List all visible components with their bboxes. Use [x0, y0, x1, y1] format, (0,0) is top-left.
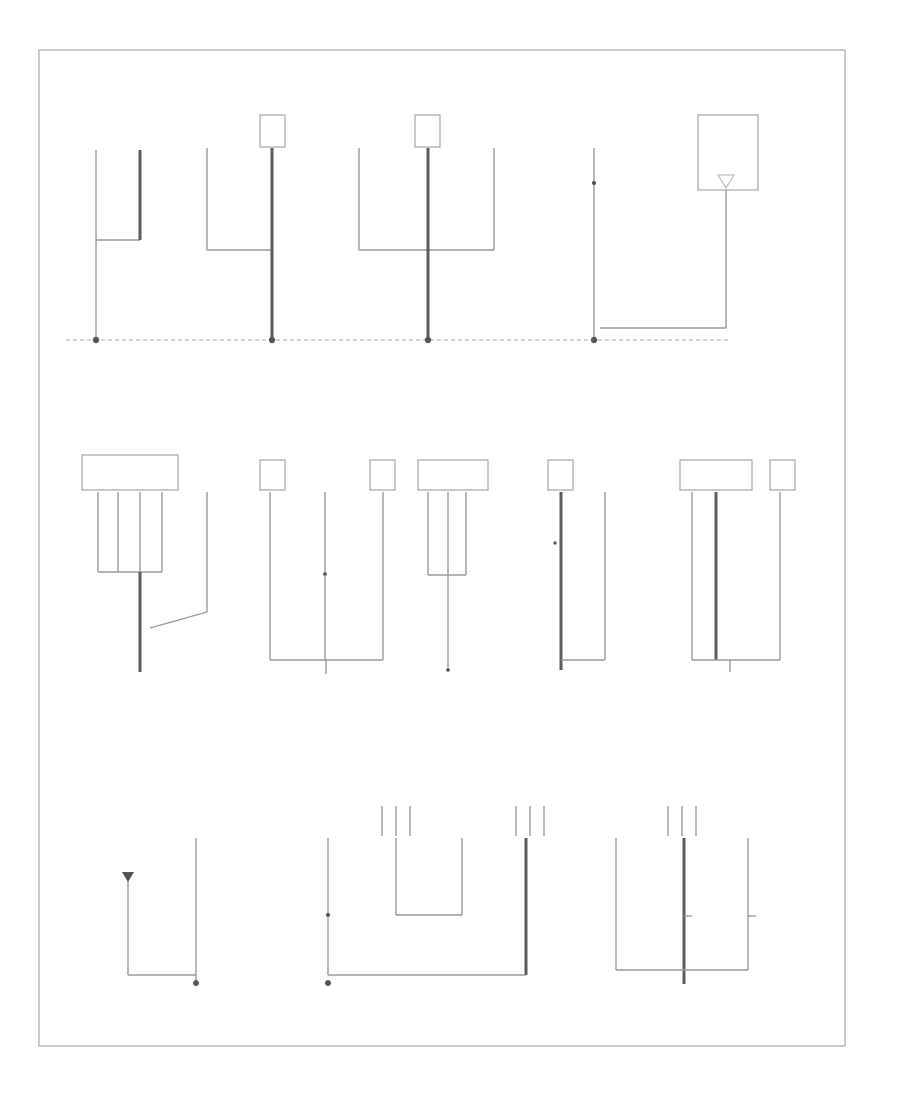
ground-symbol-1 — [122, 872, 134, 882]
top-ground-group — [66, 114, 759, 344]
connector-box-7 — [547, 459, 574, 491]
splice-point-3 — [553, 541, 557, 545]
connector-box-4 — [259, 459, 286, 491]
splice-point-1 — [592, 181, 596, 185]
ground-point-6 — [193, 980, 199, 986]
connector-box-5 — [369, 459, 396, 491]
middle-block-3 — [417, 459, 489, 672]
component-4 — [590, 114, 759, 344]
middle-block-5 — [679, 459, 796, 672]
ground-point-1 — [92, 336, 100, 344]
ground-point-4 — [590, 336, 598, 344]
module-pin-symbol — [717, 174, 735, 189]
bottom-block-2 — [325, 806, 545, 986]
module-box-1 — [697, 114, 759, 191]
component-2 — [206, 114, 286, 344]
component-1 — [92, 150, 142, 344]
middle-ground-group — [81, 454, 796, 674]
ground-point-3 — [424, 336, 432, 344]
ground-point-2 — [268, 336, 276, 344]
connector-box-8 — [679, 459, 753, 491]
connector-box-9 — [769, 459, 796, 491]
diagram-frame — [38, 49, 846, 1047]
middle-block-1 — [81, 454, 208, 672]
ground-point-5 — [446, 668, 450, 672]
bottom-block-3 — [615, 806, 756, 984]
middle-block-2 — [259, 459, 396, 674]
connector-box-2 — [414, 114, 441, 148]
bottom-ground-group — [122, 806, 756, 986]
connector-box-1 — [259, 114, 286, 148]
component-3 — [358, 114, 495, 344]
connector-box-3 — [81, 454, 179, 491]
connector-box-6 — [417, 459, 489, 491]
splice-point-2 — [323, 572, 327, 576]
bottom-block-1 — [122, 838, 199, 986]
middle-block-4 — [547, 459, 606, 670]
ground-point-7 — [325, 980, 331, 986]
splice-point-4 — [326, 913, 330, 917]
